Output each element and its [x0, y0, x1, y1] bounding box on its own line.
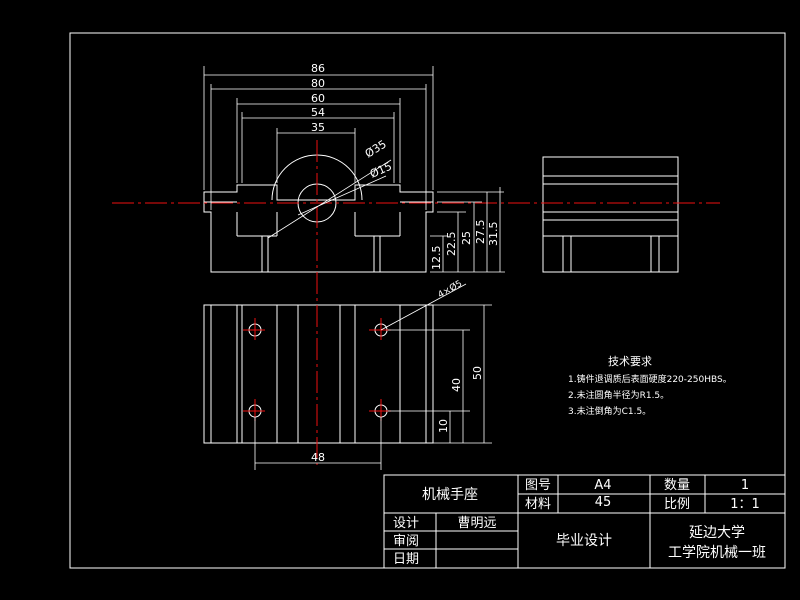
note-item: 3.未注倒角为C1.5。: [568, 405, 651, 417]
scale-label: 比例: [664, 497, 690, 512]
scale-value: 1：1: [730, 497, 760, 512]
note-item: 2.未注圆角半径为R1.5。: [568, 389, 669, 401]
notes-title: 技术要求: [608, 355, 652, 368]
university-name: 延边大学: [689, 525, 745, 541]
dim-80: 80: [311, 77, 325, 90]
date-label: 日期: [393, 552, 419, 567]
dim-25: 25: [460, 231, 473, 245]
part-name: 机械手座: [422, 487, 478, 503]
technical-notes: 技术要求 1.铸件退调质后表面硬度220-250HBS。 2.未注圆角半径为R1…: [568, 355, 732, 417]
material-label: 材料: [525, 497, 551, 512]
dim-60: 60: [311, 92, 325, 105]
front-dimension-lines: [203, 66, 505, 273]
dim-50: 50: [471, 366, 484, 380]
dim-10: 10: [437, 419, 450, 433]
dim-35: 35: [311, 121, 325, 134]
dim-27-5: 27.5: [474, 220, 487, 245]
title-block: [383, 474, 786, 569]
side-view: [542, 156, 679, 273]
project-type: 毕业设计: [556, 533, 612, 549]
dim-86: 86: [311, 62, 325, 75]
dim-22-5: 22.5: [445, 232, 458, 257]
top-dimension-lines: [254, 283, 492, 470]
dim-31-5: 31.5: [487, 222, 500, 247]
dim-40: 40: [450, 378, 463, 392]
dim-54: 54: [311, 106, 325, 119]
department-name: 工学院机械一班: [668, 545, 766, 561]
dim-12-5: 12.5: [430, 246, 443, 271]
review-label: 审阅: [393, 534, 419, 549]
designer-name: 曹明远: [457, 516, 496, 531]
drawing-no-label: 图号: [525, 478, 551, 493]
quantity-value: 1: [741, 478, 749, 493]
design-label: 设计: [393, 516, 419, 531]
note-item: 1.铸件退调质后表面硬度220-250HBS。: [568, 373, 732, 385]
quantity-label: 数量: [664, 478, 690, 493]
material-value: 45: [595, 495, 612, 510]
drawing-no-value: A4: [594, 478, 611, 493]
centerlines: [112, 140, 720, 465]
dim-48: 48: [311, 451, 325, 464]
